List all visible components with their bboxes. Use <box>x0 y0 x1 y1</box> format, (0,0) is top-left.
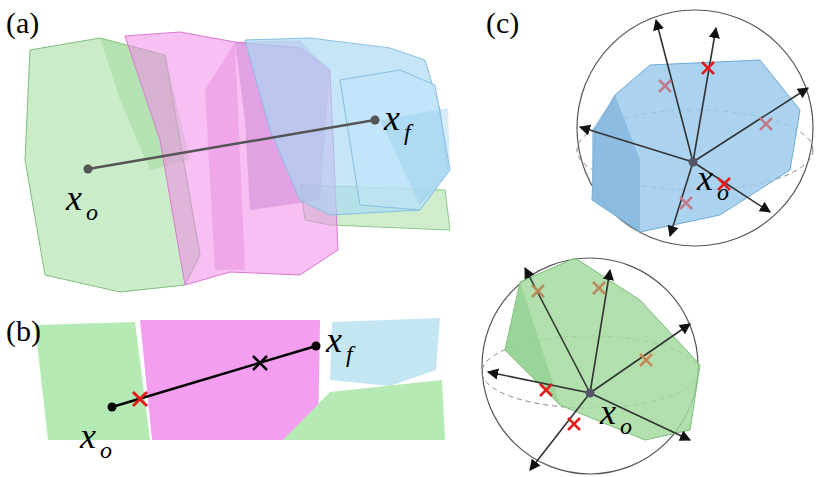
point-symbol: x <box>600 394 616 430</box>
panel-label: (c) <box>486 8 519 38</box>
point-subscript: o <box>717 180 729 204</box>
point-symbol: x <box>80 418 96 454</box>
point-subscript: o <box>100 438 112 462</box>
ray-sphere-green <box>482 258 700 474</box>
panel-label: (b) <box>6 316 41 346</box>
point-symbol: x <box>697 160 713 196</box>
point-subscript: o <box>620 414 632 438</box>
point-subscript: f <box>346 342 353 366</box>
point-subscript: o <box>86 200 98 224</box>
slice-b <box>35 318 445 440</box>
point-symbol: x <box>384 100 400 136</box>
panel-label: (a) <box>6 8 39 38</box>
polytope-a <box>25 32 450 292</box>
ray-sphere-blue <box>577 10 813 246</box>
point-symbol: x <box>326 322 342 358</box>
point-subscript: f <box>404 120 411 144</box>
point-symbol: x <box>66 180 82 216</box>
